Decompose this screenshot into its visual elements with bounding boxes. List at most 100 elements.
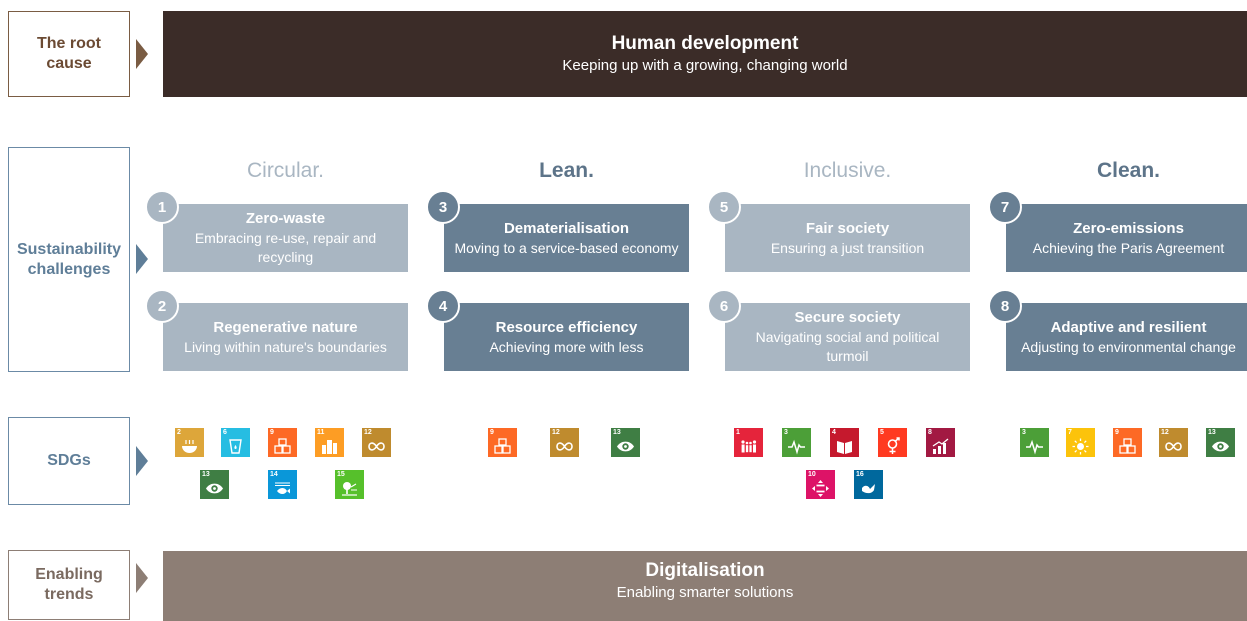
challenge-card-title: Secure society [794,309,901,326]
sdgs-label-text: SDGs [47,452,91,469]
sdg-16-tile: 16 [854,470,883,499]
sdg-12-tile: 12 [550,428,579,457]
sdg-4-tile: 4 [830,428,859,457]
digitalisation-title: Digitalisation [645,560,765,581]
column-heading-clean: Clean. [1096,159,1161,182]
challenge-number-badge: 8 [988,289,1022,323]
challenge-card-title: Regenerative nature [213,318,358,336]
sdg-11-tile: 11 [315,428,344,457]
sdg-number: 9 [490,429,494,436]
banner-title: Human development [611,33,799,54]
sdgs-arrow [136,446,148,476]
sdg-12-tile: 12 [362,428,391,457]
root-cause-arrow [136,39,148,69]
challenge-number-badge: 1 [145,190,179,224]
column-heading-lean: Lean. [539,159,594,182]
sdg-12-tile: 12 [1159,428,1188,457]
challenge-card-subtitle: Navigating social and political turmoil [755,329,940,364]
sustainability-challenges-label-text: Sustainability challenges [16,240,122,278]
column-heading-inclusive: Inclusive. [803,159,892,182]
challenge-card-title: Dematerialisation [503,219,630,237]
enabling-trends-label: Enabling trends [8,550,130,620]
human-development-banner: Human development Keeping up with a grow… [163,11,1247,97]
sdg-9-tile: 9 [488,428,517,457]
sdg-number: 10 [808,471,816,478]
column-heading-circular: Circular. [246,159,325,182]
challenge-card-subtitle: Ensuring a just transition [770,239,925,256]
sdg-number: 3 [784,429,788,436]
sdg-number: 11 [317,429,325,436]
sdg-10-tile: 10 [806,470,835,499]
sdg-number: 12 [552,429,560,436]
sdg-15-tile: 15 [335,470,364,499]
challenge-card-title: Fair society [805,219,890,237]
challenge-card-subtitle: Living within nature's boundaries [184,338,387,355]
enabling-trends-label-text: Enabling trends [35,566,103,603]
sdg-number: 6 [223,429,227,436]
digitalisation-banner: Digitalisation Enabling smarter solution… [163,551,1247,621]
sustainability-challenges-label: Sustainability challenges [8,147,130,372]
sdg-3-tile: 3 [1020,428,1049,457]
enabling-arrow [136,563,148,593]
sdg-number: 13 [202,471,210,478]
sdg-3-tile: 3 [782,428,811,457]
challenge-card-subtitle: Moving to a service-based economy [454,239,679,256]
sdg-number: 4 [832,429,836,436]
challenge-number-badge: 7 [988,190,1022,224]
sdg-13-tile: 13 [1206,428,1235,457]
challenge-card-subtitle: Adjusting to environmental change [1021,338,1236,355]
challenge-card-subtitle: Achieving the Paris Agreement [1032,239,1225,256]
challenges-arrow [136,244,148,274]
challenge-card-title: Zero-waste [245,210,326,227]
sdg-number: 12 [1161,429,1169,436]
sdg-13-tile: 13 [200,470,229,499]
sdg-13-tile: 13 [611,428,640,457]
sdg-number: 14 [270,471,278,478]
sdg-number: 12 [364,429,372,436]
sdg-5-tile: 5 [878,428,907,457]
challenge-card-title: Adaptive and resilient [1050,318,1207,336]
challenge-card-title: Zero-emissions [1073,219,1184,237]
sdg-2-tile: 2 [175,428,204,457]
challenge-card-title: Resource efficiency [495,318,638,336]
sdg-number: 9 [270,429,274,436]
sdg-number: 16 [856,471,864,478]
sdg-9-tile: 9 [268,428,297,457]
sdg-number: 5 [880,429,884,436]
root-cause-label-text: The root cause [37,35,101,72]
challenge-card-subtitle: Achieving more with less [489,338,644,355]
banner-subtitle: Keeping up with a growing, changing worl… [562,57,848,74]
sdg-7-tile: 7 [1066,428,1095,457]
challenge-number-badge: 3 [426,190,460,224]
challenge-card-subtitle: Embracing re-use, repair and recycling [194,230,377,265]
sdg-number: 13 [1208,429,1216,436]
sdg-1-tile: 1 [734,428,763,457]
sdg-number: 1 [736,429,740,436]
sdg-number: 2 [177,429,181,436]
sdg-6-tile: 6 [221,428,250,457]
sdg-14-tile: 14 [268,470,297,499]
sdg-number: 7 [1068,429,1072,436]
sdg-number: 13 [613,429,621,436]
sdg-number: 8 [928,429,932,436]
digitalisation-subtitle: Enabling smarter solutions [616,584,794,601]
sdg-number: 15 [337,471,345,478]
sdg-number: 9 [1115,429,1119,436]
challenge-number-badge: 4 [426,289,460,323]
sdg-number: 3 [1022,429,1026,436]
challenge-number-badge: 2 [145,289,179,323]
challenge-number-badge: 6 [707,289,741,323]
sdg-9-tile: 9 [1113,428,1142,457]
sdgs-label: SDGs [8,417,130,505]
sdg-8-tile: 8 [926,428,955,457]
root-cause-label: The root cause [8,11,130,97]
challenge-number-badge: 5 [707,190,741,224]
